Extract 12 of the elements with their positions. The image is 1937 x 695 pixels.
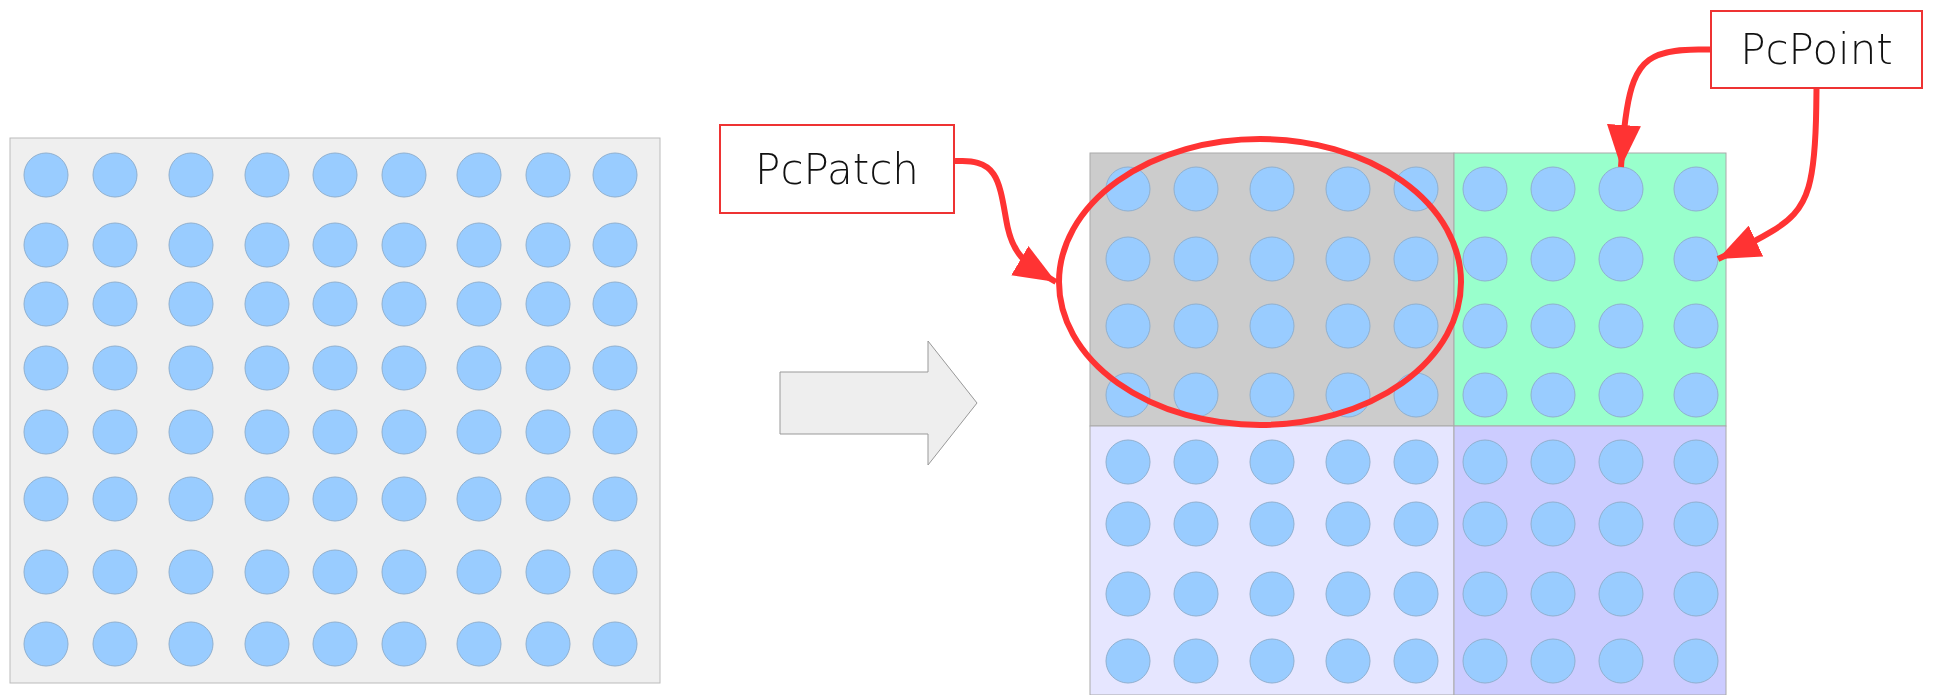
dot-grid-panel — [9, 137, 661, 684]
patch-ellipse — [1056, 136, 1464, 428]
label-text: PcPatch — [755, 144, 919, 194]
leader-arrow — [1607, 46, 1711, 168]
block-arrow — [779, 340, 978, 466]
leader-arrow — [1716, 88, 1820, 262]
label-box — [1710, 10, 1923, 89]
point-circle — [1598, 166, 1644, 212]
label-text: PcPoint — [1740, 25, 1893, 74]
point-circle — [1673, 236, 1719, 282]
leader-arrow — [954, 157, 1058, 285]
label-box — [719, 124, 955, 214]
